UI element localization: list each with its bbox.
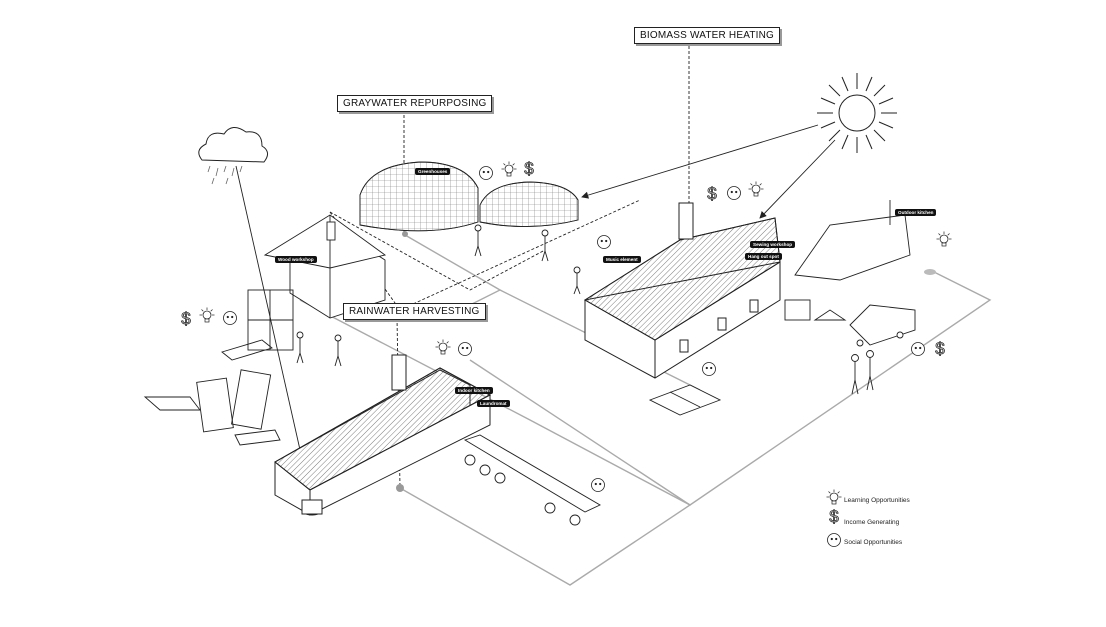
smiley-icon (597, 235, 611, 249)
dollar-icon (706, 183, 718, 204)
main-hall-building (584, 202, 781, 379)
outdoor-kitchen (794, 200, 936, 281)
legend-social-label: Social Opportunities (844, 538, 903, 546)
dollar-icon (180, 308, 192, 329)
legend-learning-label: Learning Opportunities (844, 496, 910, 504)
smiley-icon (702, 362, 716, 376)
callout-rainwater-harvesting: RAINWATER HARVESTING (343, 303, 486, 320)
legend-income-label: Income Generating (844, 518, 900, 526)
smiley-icon (223, 311, 237, 325)
food-truck (784, 299, 916, 347)
sun-icon (817, 73, 897, 153)
tag-indoor-kitchen: Indoor kitchen (455, 387, 493, 394)
tag-laundromat: Laundromat (477, 400, 510, 407)
smiley-icon (591, 478, 605, 492)
legend: Learning Opportunities Income Generating… (826, 490, 946, 552)
tag-hang-out-spot: Hang out spot (745, 253, 782, 260)
smiley-icon (727, 186, 741, 200)
tag-wood-workshop: Wood workshop (275, 256, 317, 263)
smiley-icon (479, 166, 493, 180)
dining-table (463, 434, 601, 526)
lightbulb-icon (435, 339, 451, 355)
dollar-icon (934, 338, 946, 359)
callout-biomass-water-heating: BIOMASS WATER HEATING (634, 27, 781, 44)
long-hall-building (274, 354, 492, 516)
lightbulb-icon (501, 161, 517, 177)
legend-income: Income Generating (826, 512, 946, 532)
tag-sewing-workshop: Sewing workshop (750, 241, 796, 248)
people-figures (296, 224, 874, 395)
ping-pong-table (648, 384, 722, 416)
legend-social: Social Opportunities (826, 532, 946, 552)
lightbulb-icon (199, 307, 215, 323)
rain-cloud-icon (198, 127, 268, 185)
lightbulb-icon (748, 181, 764, 197)
timber-frames (143, 289, 294, 446)
smiley-icon (911, 342, 925, 356)
callout-graywater-repurposing: GRAYWATER REPURPOSING (337, 95, 493, 112)
tag-outdoor-kitchen: Outdoor kitchen (895, 209, 937, 216)
greenhouses (359, 161, 579, 237)
legend-learning: Learning Opportunities (826, 490, 946, 510)
dollar-icon (523, 158, 535, 179)
lightbulb-icon (936, 231, 952, 247)
tag-music-element: Music element (603, 256, 641, 263)
wood-workshop-building (263, 214, 387, 319)
smiley-icon (458, 342, 472, 356)
tag-greenhouses: Greenhouses (415, 168, 451, 175)
